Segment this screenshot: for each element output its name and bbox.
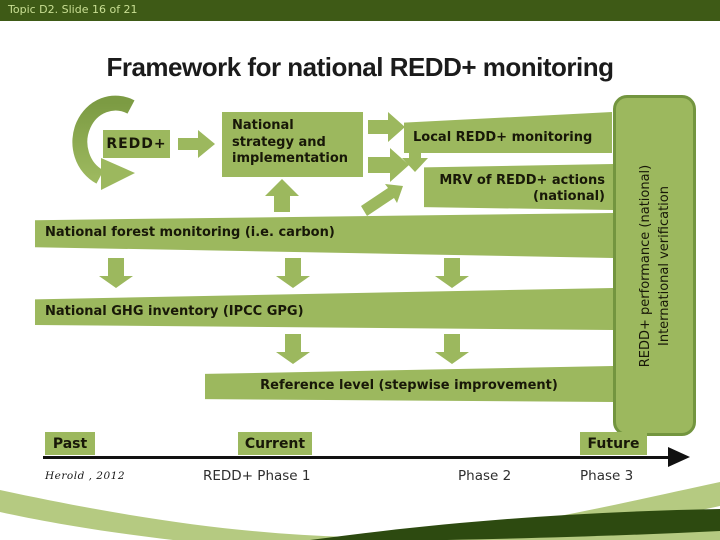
slide-header-label: Topic D2. Slide 16 of 21 — [8, 3, 138, 16]
arrow-down-icon — [435, 258, 469, 288]
footer-wave-light-corner — [450, 525, 720, 540]
local-monitoring-box: Local REDD+ monitoring — [404, 112, 612, 153]
arrow-down-icon — [99, 258, 133, 288]
strategy-box: National strategy and implementation — [222, 112, 363, 177]
timeline-arrowhead-icon — [668, 447, 690, 467]
cycle-arrow-icon — [72, 95, 135, 184]
citation: Herold , 2012 — [45, 470, 126, 482]
footer-wave-dark — [310, 509, 720, 540]
arrow-right-icon — [368, 148, 409, 182]
arrow-down-icon — [402, 149, 428, 172]
timeline-future-label: Future — [580, 432, 647, 455]
page-title: Framework for national REDD+ monitoring — [106, 52, 614, 82]
arrow-right-icon — [368, 112, 405, 142]
arrow-down-icon — [276, 334, 310, 364]
performance-panel: REDD+ performance (national) Internation… — [613, 95, 696, 436]
arrow-down-icon — [276, 258, 310, 288]
arrow-right-icon — [178, 130, 215, 158]
timeline-past-label: Past — [45, 432, 95, 455]
cycle-arrowhead-icon — [101, 158, 135, 190]
phase2-label: Phase 2 — [458, 468, 512, 484]
redd-box: REDD+ — [103, 130, 170, 158]
performance-panel-label: REDD+ performance (national) Internation… — [637, 164, 672, 367]
arrow-down-icon — [435, 334, 469, 364]
arrow-diagonal-icon — [361, 184, 403, 216]
phase3-label: Phase 3 — [580, 468, 634, 484]
phase1-label: REDD+ Phase 1 — [203, 468, 311, 484]
timeline-axis — [43, 456, 673, 459]
arrow-up-icon — [265, 179, 299, 212]
mrv-box: MRV of REDD+ actions (national) — [424, 164, 613, 211]
timeline-current-label: Current — [238, 432, 312, 455]
slide-header-bar: Topic D2. Slide 16 of 21 — [0, 0, 720, 21]
